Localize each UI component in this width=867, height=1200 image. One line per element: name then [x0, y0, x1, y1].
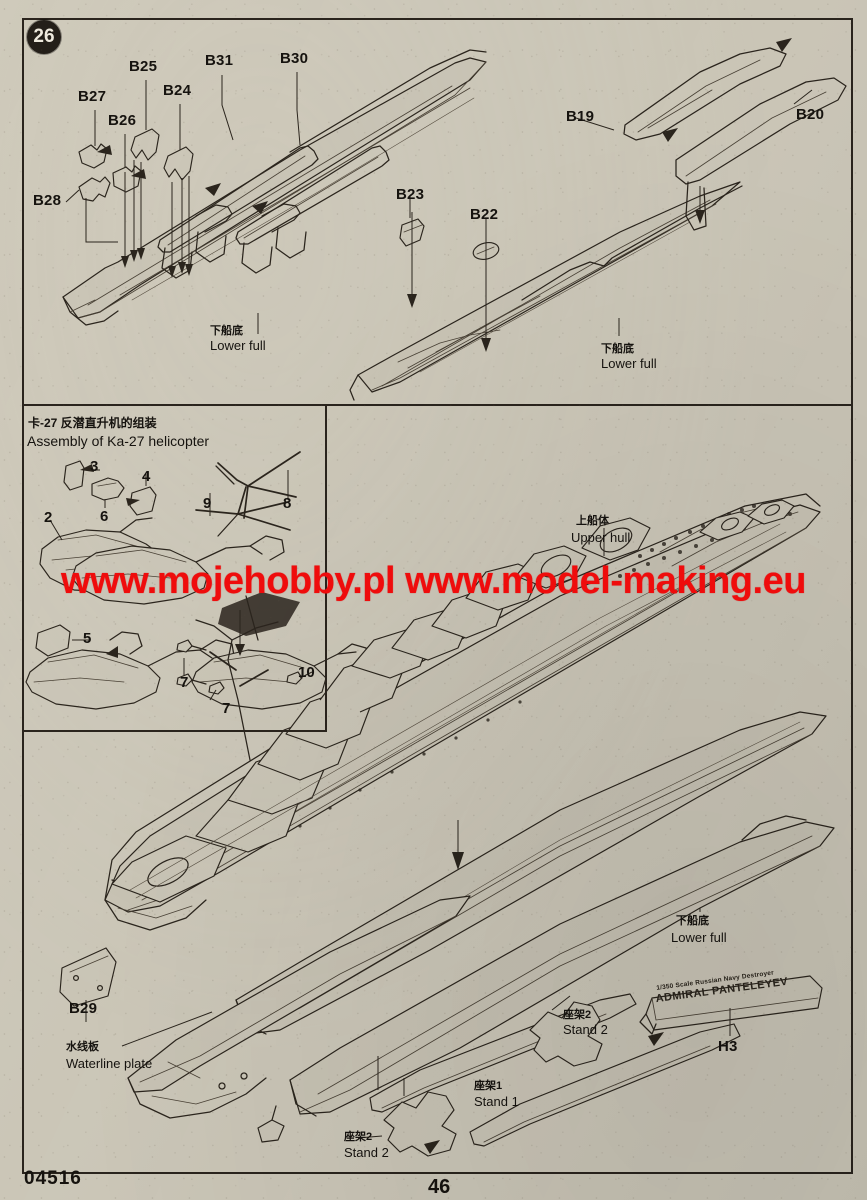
part-label-b22: B22 — [470, 206, 499, 223]
part-label-b29: B29 — [69, 1000, 98, 1017]
heli-part-5: 5 — [83, 630, 92, 647]
part-label-b25: B25 — [129, 58, 158, 75]
heli-part-2: 2 — [44, 509, 53, 526]
stand2-bottom-label-cn: 座架2 — [344, 1131, 373, 1143]
heli-part-3: 3 — [90, 458, 99, 475]
page-border — [22, 18, 853, 1174]
waterline-plate-label-en: Waterline plate — [66, 1056, 153, 1071]
heli-part-7b: 7 — [222, 700, 231, 717]
heli-part-8: 8 — [283, 495, 292, 512]
lower-hull-label-en-left: Lower full — [210, 338, 266, 353]
heli-panel-title-cn: 卡-27 反潜直升机的组装 — [28, 416, 157, 430]
lower-hull-main-label-en: Lower full — [671, 930, 727, 945]
part-label-h3: H3 — [718, 1038, 738, 1055]
heli-part-6: 6 — [100, 508, 109, 525]
lower-hull-label-en-right: Lower full — [601, 356, 657, 371]
part-label-b27: B27 — [78, 88, 107, 105]
part-label-b20: B20 — [796, 106, 825, 123]
heli-panel-title-en: Assembly of Ka-27 helicopter — [27, 433, 210, 449]
part-label-b24: B24 — [163, 82, 192, 99]
part-label-b26: B26 — [108, 112, 137, 129]
panel-divider-horizontal — [22, 404, 853, 406]
helicopter-panel-border — [22, 404, 327, 732]
stand1-label-cn: 座架1 — [474, 1080, 503, 1092]
step-number-badge: 26 — [27, 20, 61, 54]
stand2-top-label-en: Stand 2 — [563, 1022, 608, 1037]
upper-hull-label-cn: 上船体 — [576, 515, 609, 527]
stand2-bottom-label-en: Stand 2 — [344, 1145, 389, 1160]
part-label-b30: B30 — [280, 50, 309, 67]
heli-part-7a: 7 — [180, 674, 189, 691]
stand2-top-label-cn: 座架2 — [563, 1009, 592, 1021]
part-label-b23: B23 — [396, 186, 425, 203]
lower-hull-label-cn-right: 下船底 — [601, 343, 634, 355]
upper-hull-label-en: Upper hull — [571, 530, 631, 545]
lower-hull-main-label-cn: 下船底 — [676, 915, 709, 927]
part-label-b31: B31 — [205, 52, 234, 69]
waterline-plate-label-cn: 水线板 — [66, 1041, 99, 1053]
lower-hull-label-cn-left: 下船底 — [210, 325, 243, 337]
heli-part-4: 4 — [142, 468, 151, 485]
kit-number: 04516 — [24, 1168, 82, 1189]
part-label-b28: B28 — [33, 192, 62, 209]
part-label-b19: B19 — [566, 108, 595, 125]
heli-part-10: 10 — [298, 664, 315, 681]
heli-part-9: 9 — [203, 495, 212, 512]
stand1-label-en: Stand 1 — [474, 1094, 519, 1109]
page-number: 46 — [428, 1176, 451, 1198]
